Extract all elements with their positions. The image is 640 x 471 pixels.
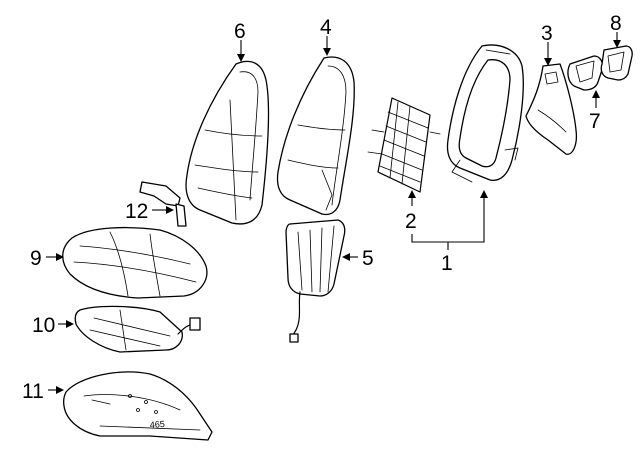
part-6-seat-back-cover xyxy=(185,60,270,225)
part-11-marking-text: 465 xyxy=(149,419,165,430)
part-9-seat-cushion-cover xyxy=(62,226,208,299)
part-11-cushion-frame: 465 xyxy=(62,371,213,441)
callout-6: 6 xyxy=(234,20,246,43)
callout-2: 2 xyxy=(405,210,417,233)
callout-7: 7 xyxy=(589,110,601,133)
part-7-cap xyxy=(567,55,604,91)
part-4-seat-back-pad xyxy=(276,56,355,216)
part-12-bracket xyxy=(139,181,187,227)
callout-8: 8 xyxy=(610,12,622,35)
part-8-cap xyxy=(600,45,633,81)
part-3-side-trim xyxy=(525,63,578,155)
part-2-lumbar-support xyxy=(367,97,441,193)
callout-12: 12 xyxy=(125,200,148,223)
part-10-cushion-mat xyxy=(74,305,201,353)
callout-5: 5 xyxy=(362,247,374,270)
callout-labels: 6 4 3 8 7 2 1 12 9 5 10 11 xyxy=(22,12,622,403)
callout-10: 10 xyxy=(32,314,55,337)
callout-9: 9 xyxy=(30,247,42,270)
part-5-back-panel xyxy=(285,219,346,343)
callout-11: 11 xyxy=(22,380,44,403)
part-1-seat-back-frame xyxy=(446,44,524,183)
callout-1: 1 xyxy=(441,252,453,275)
callout-3: 3 xyxy=(541,22,553,45)
callout-4: 4 xyxy=(320,16,332,39)
callout-leaders xyxy=(46,32,621,394)
